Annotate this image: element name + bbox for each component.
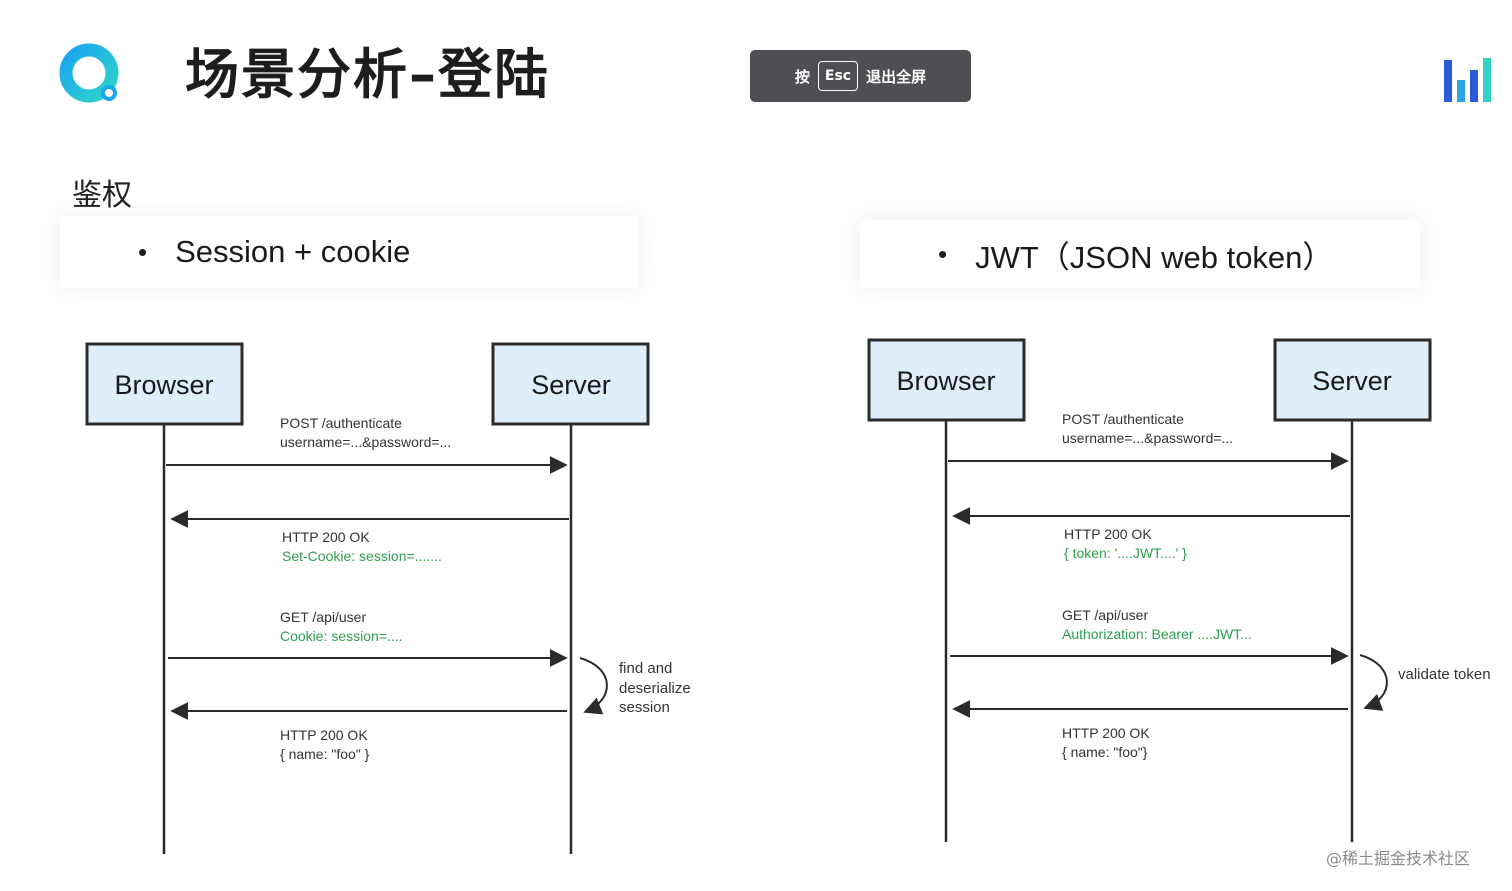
msg2-line2: Set-Cookie: session=....... [282,548,442,564]
browser-label: Browser [896,366,995,396]
page-title: 场景分析–登陆 [185,43,550,106]
note-line1: find and [619,660,672,677]
jwt-card: • JWT（JSON web token） [860,220,1420,288]
exit-fullscreen-hint[interactable]: 按 Esc 退出全屏 [750,50,971,102]
browser-box [85,342,244,426]
brand-bars-icon [1444,58,1491,102]
note-line1: validate token [1398,666,1491,683]
msg3-line2: Cookie: session=.... [280,628,403,644]
msg1-line2: username=...&password=... [280,434,451,450]
self-loop-arrow [1359,654,1388,711]
msg2-line1: HTTP 200 OK [282,529,370,545]
bullet: • [138,236,148,267]
esc-hint-suffix: 退出全屏 [866,67,927,86]
card-text: JWT（JSON web token） [975,239,1334,275]
msg4-line1: HTTP 200 OK [280,727,368,743]
msg1-line1: POST /authenticate [1062,411,1184,427]
server-box [491,342,650,426]
bullet: • [938,238,948,269]
msg4-line1: HTTP 200 OK [1062,725,1150,741]
server-label: Server [1312,366,1392,396]
card-text: Session + cookie [175,234,411,269]
msg4-line2: { name: "foo" } [280,746,370,762]
server-box [1273,338,1432,422]
browser-box [867,338,1026,422]
jwt-sequence-diagram: Browser Server POST /authenticate userna… [867,338,1491,842]
msg4-line2: { name: "foo"} [1062,744,1148,760]
session-sequence-diagram: Browser Server POST /authenticate userna… [85,342,691,854]
msg2-line1: HTTP 200 OK [1064,526,1152,542]
section-label: 鉴权 [72,178,132,213]
note-line3: session [619,699,670,716]
server-label: Server [531,370,611,400]
session-cookie-card: • Session + cookie [60,216,638,288]
self-loop-arrow [579,657,608,715]
msg3-line2: Authorization: Bearer ....JWT... [1062,626,1252,642]
app-logo-icon [59,43,119,103]
msg1-line2: username=...&password=... [1062,430,1233,446]
esc-hint-prefix: 按 [794,67,810,86]
msg1-line1: POST /authenticate [280,415,402,431]
msg3-line1: GET /api/user [1062,607,1148,623]
watermark: @稀土掘金技术社区 [1326,849,1471,868]
msg3-line1: GET /api/user [280,609,366,625]
msg2-line2: { token: '....JWT....' } [1064,545,1187,561]
esc-key: Esc [817,61,859,91]
browser-label: Browser [114,370,213,400]
note-line2: deserialize [619,680,691,697]
